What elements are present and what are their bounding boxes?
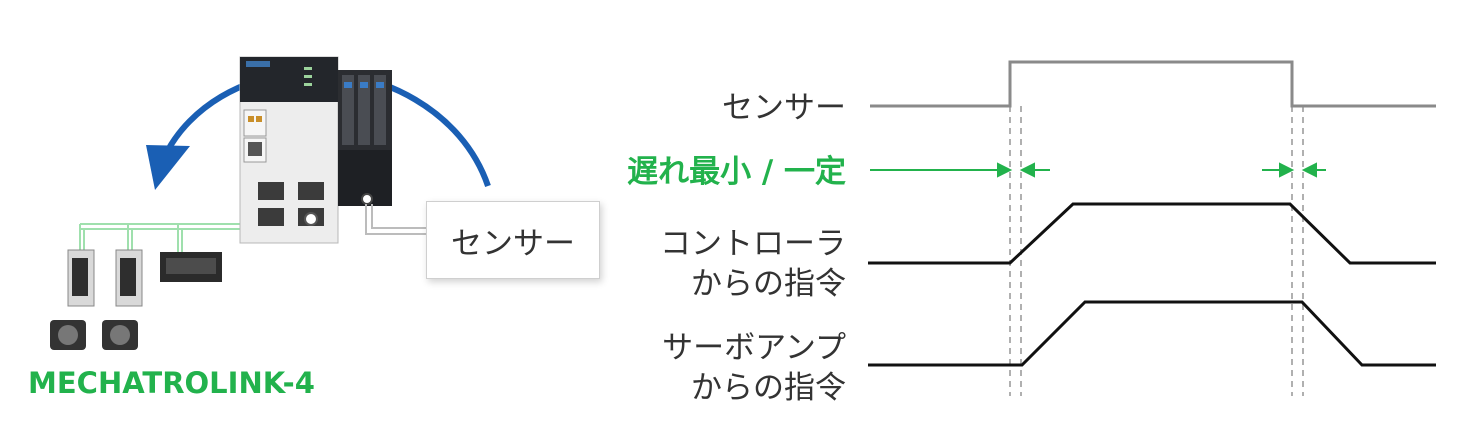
controller-unit bbox=[239, 56, 392, 244]
system-diagram bbox=[50, 56, 491, 350]
timing-reference-lines bbox=[1009, 106, 1304, 396]
servo-amplifier-1 bbox=[67, 249, 95, 307]
servo-command-signal bbox=[868, 300, 1436, 367]
delay-arrowhead-right-icon bbox=[997, 162, 1013, 178]
sensor-wiring bbox=[365, 204, 426, 235]
sensor-signal bbox=[870, 60, 1436, 108]
row-label-controller-line2: からの指令 bbox=[691, 266, 846, 302]
servo-motor-2 bbox=[102, 320, 138, 350]
network-label: MECHATROLINK-4 bbox=[28, 366, 315, 400]
controller-command-signal bbox=[868, 202, 1436, 265]
sensor-callout: センサー bbox=[426, 201, 600, 279]
row-label-servo-line2: からの指令 bbox=[691, 370, 846, 406]
delay-arrowhead-left-icon bbox=[1019, 162, 1035, 178]
delay-arrowhead-right-icon-2 bbox=[1279, 162, 1295, 178]
row-label-delay: 遅れ最小 / 一定 bbox=[627, 154, 846, 190]
row-label-sensor: センサー bbox=[722, 90, 846, 126]
servo-amplifier-2 bbox=[115, 249, 143, 307]
row-label-servo-line1: サーボアンプ bbox=[662, 330, 846, 366]
delay-markers bbox=[870, 162, 1326, 178]
row-label-controller-line1: コントローラ bbox=[660, 226, 846, 262]
servo-motor-1 bbox=[50, 320, 86, 350]
sensor-callout-label: センサー bbox=[451, 225, 575, 262]
io-module bbox=[160, 252, 222, 282]
row-label-controller-command: コントローラ からの指令 bbox=[660, 224, 846, 304]
delay-arrowhead-left-icon-2 bbox=[1301, 162, 1317, 178]
arrowhead-icon bbox=[146, 145, 190, 190]
timing-chart bbox=[868, 60, 1436, 396]
row-label-servo-command: サーボアンプ からの指令 bbox=[662, 328, 846, 408]
